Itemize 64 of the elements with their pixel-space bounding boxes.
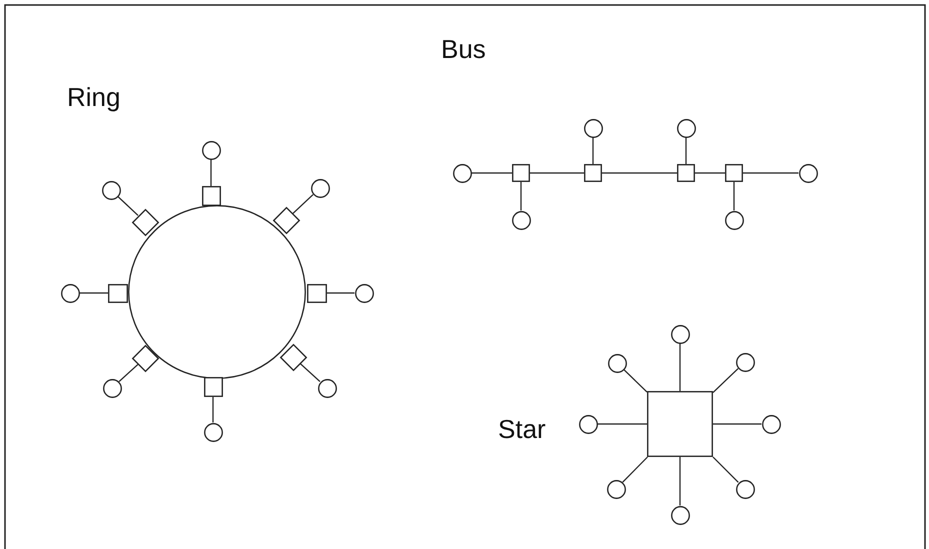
- topology-title: Bus: [441, 36, 486, 62]
- connection-line: [80, 292, 108, 294]
- connection-line: [118, 196, 138, 216]
- connector-diamond: [280, 344, 306, 370]
- station-circle: [318, 378, 336, 398]
- station-circle: [202, 140, 220, 160]
- station-circle: [608, 354, 626, 372]
- station-circle: [578, 414, 598, 434]
- station-circle: [724, 210, 744, 230]
- station-circle: [762, 414, 780, 434]
- connector-square: [307, 284, 327, 302]
- connector-square: [677, 164, 695, 182]
- connection-line: [712, 368, 739, 393]
- station-circle: [670, 324, 690, 344]
- connection-line: [300, 363, 320, 382]
- connection-line: [713, 423, 762, 425]
- station-circle: [606, 480, 626, 498]
- connection-line: [733, 182, 735, 210]
- connection-line: [623, 369, 648, 392]
- station-circle: [60, 284, 80, 302]
- connection-line: [712, 456, 739, 483]
- connector-diamond: [272, 206, 300, 234]
- connection-line: [743, 172, 798, 174]
- station-circle: [676, 118, 696, 138]
- station-circle: [354, 284, 374, 302]
- station-circle: [102, 378, 122, 398]
- connection-line: [292, 194, 314, 214]
- station-circle: [736, 480, 754, 498]
- connection-line: [598, 423, 647, 425]
- station-circle: [670, 506, 690, 524]
- connection-line: [327, 292, 354, 294]
- station-circle: [736, 352, 754, 372]
- ring-circle: [128, 205, 306, 379]
- connection-line: [520, 182, 522, 210]
- connection-line: [592, 138, 594, 164]
- connection-line: [679, 344, 681, 391]
- connection-line: [679, 457, 681, 506]
- topology-title: Star: [498, 416, 546, 442]
- connector-square: [512, 164, 530, 182]
- connector-diamond: [132, 208, 158, 236]
- connection-line: [118, 364, 138, 382]
- connector-square: [202, 186, 220, 206]
- connector-square: [725, 164, 743, 182]
- connection-line: [212, 397, 214, 422]
- connection-line: [530, 172, 584, 174]
- hub-square: [647, 391, 713, 457]
- connector-square: [584, 164, 602, 182]
- station-circle: [102, 180, 120, 200]
- connection-line: [210, 160, 212, 186]
- station-circle: [512, 210, 530, 230]
- connector-square: [108, 284, 128, 302]
- station-circle: [310, 178, 330, 198]
- connection-line: [685, 138, 687, 164]
- connection-line: [695, 172, 725, 174]
- topology-title: Ring: [67, 84, 120, 110]
- connector-diamond: [132, 344, 158, 372]
- connector-square: [204, 377, 222, 397]
- station-circle: [798, 164, 818, 182]
- connection-line: [472, 172, 512, 174]
- station-circle: [584, 118, 602, 138]
- station-circle: [204, 422, 222, 442]
- connection-line: [602, 172, 677, 174]
- station-circle: [452, 164, 472, 182]
- connection-line: [622, 456, 648, 483]
